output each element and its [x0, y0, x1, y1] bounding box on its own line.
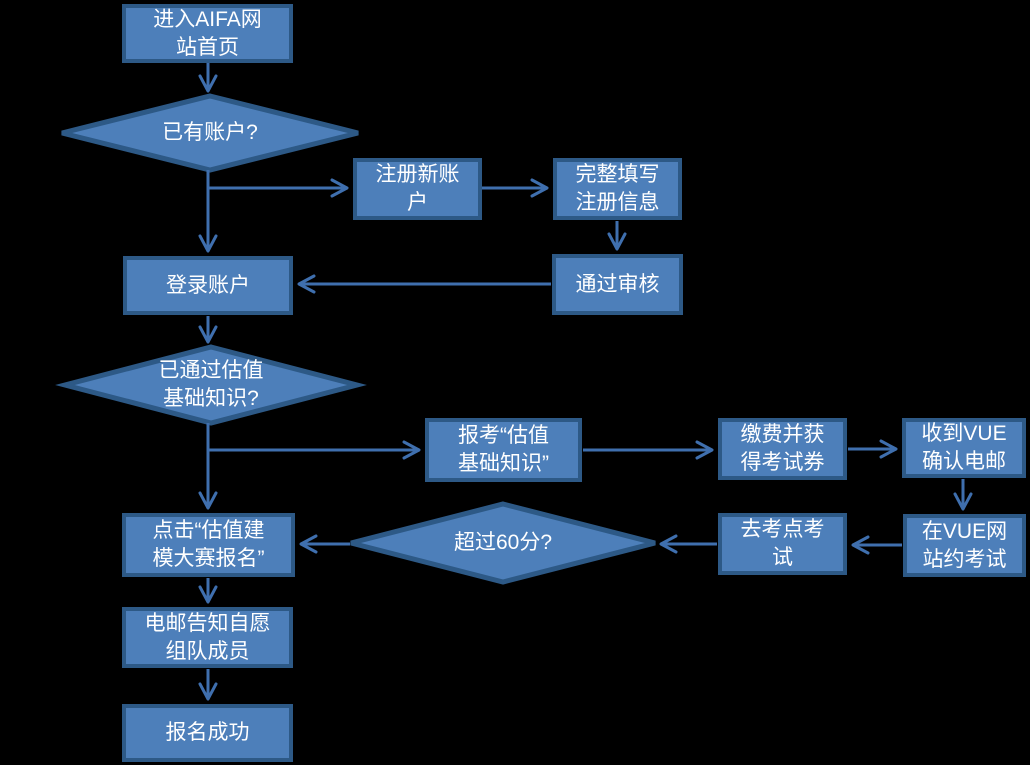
node-vue-schedule: 在VUE网 站约考试	[903, 514, 1026, 577]
node-register: 注册新账 户	[353, 158, 482, 220]
node-success: 报名成功	[122, 704, 293, 762]
node-vue-email: 收到VUE 确认电邮	[902, 418, 1026, 478]
diamond-over60-shape	[350, 501, 656, 585]
node-passed-basics: 已通过估值 基础知识?	[158, 359, 264, 410]
node-review: 通过审核	[552, 254, 683, 315]
node-has-account: 已有账户?	[162, 121, 258, 144]
diamond-passed-basics-shape	[55, 344, 367, 426]
node-over60: 超过60分?	[453, 531, 553, 554]
node-pay: 缴费并获 得考试券	[718, 418, 847, 480]
node-go-exam: 去考点考 试	[718, 513, 847, 575]
node-click-register: 点击“估值建 模大赛报名”	[122, 513, 295, 577]
node-email-team: 电邮告知自愿 组队成员	[122, 607, 293, 668]
diamond-has-account-shape	[61, 93, 359, 173]
node-register-exam: 报考“估值 基础知识”	[425, 418, 582, 482]
node-login: 登录账户	[123, 256, 293, 315]
node-enter-site: 进入AIFA网 站首页	[122, 4, 293, 63]
node-fill-info: 完整填写 注册信息	[553, 158, 682, 220]
